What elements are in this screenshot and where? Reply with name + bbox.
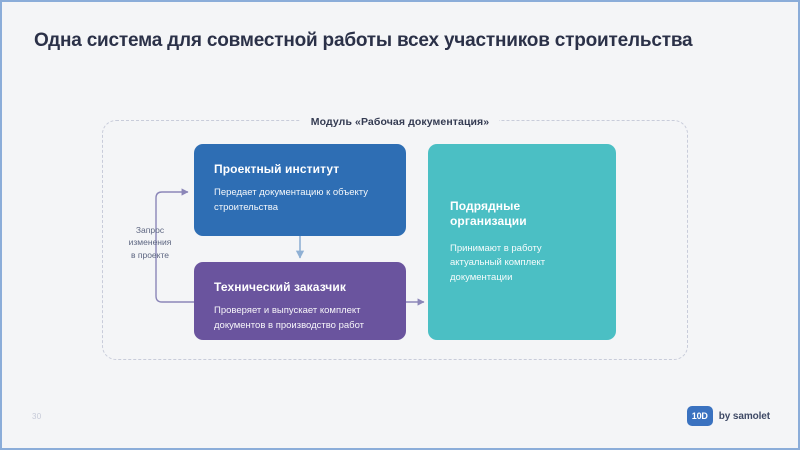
card-title-contractor-organizations: Подрядные организации (450, 199, 527, 228)
card-description-contractor-organizations: Принимают в работу актуальный комплект д… (450, 243, 546, 283)
logo-mark-icon: 10D (686, 406, 713, 426)
brand-logo: 10D by samolet (686, 406, 770, 426)
card-description-technical-customer: Проверяет и выпускает комплект документо… (214, 305, 365, 331)
page-number: 30 (32, 412, 42, 421)
feedback-label-line-3: в проекте (130, 249, 169, 260)
card-description-project-institute: Передает документацию к объекту строител… (214, 187, 368, 213)
feedback-label-line-2: изменения (128, 237, 172, 248)
feedback-loop-label: Запрос изменения в проекте (114, 224, 186, 261)
card-title-technical-customer: Технический заказчик (214, 280, 346, 294)
feedback-label-line-1: Запрос (135, 225, 165, 235)
card-title-project-institute: Проектный институт (214, 162, 340, 176)
logo-text: by samolet (718, 410, 770, 422)
card-technical-customer[interactable]: Технический заказчик Проверяет и выпуска… (194, 262, 406, 340)
card-contractor-organizations[interactable]: Подрядные организации Принимают в работу… (428, 144, 616, 340)
card-project-institute[interactable]: Проектный институт Передает документацию… (194, 144, 406, 236)
page-title: Одна система для совместной работы всех … (34, 30, 693, 51)
